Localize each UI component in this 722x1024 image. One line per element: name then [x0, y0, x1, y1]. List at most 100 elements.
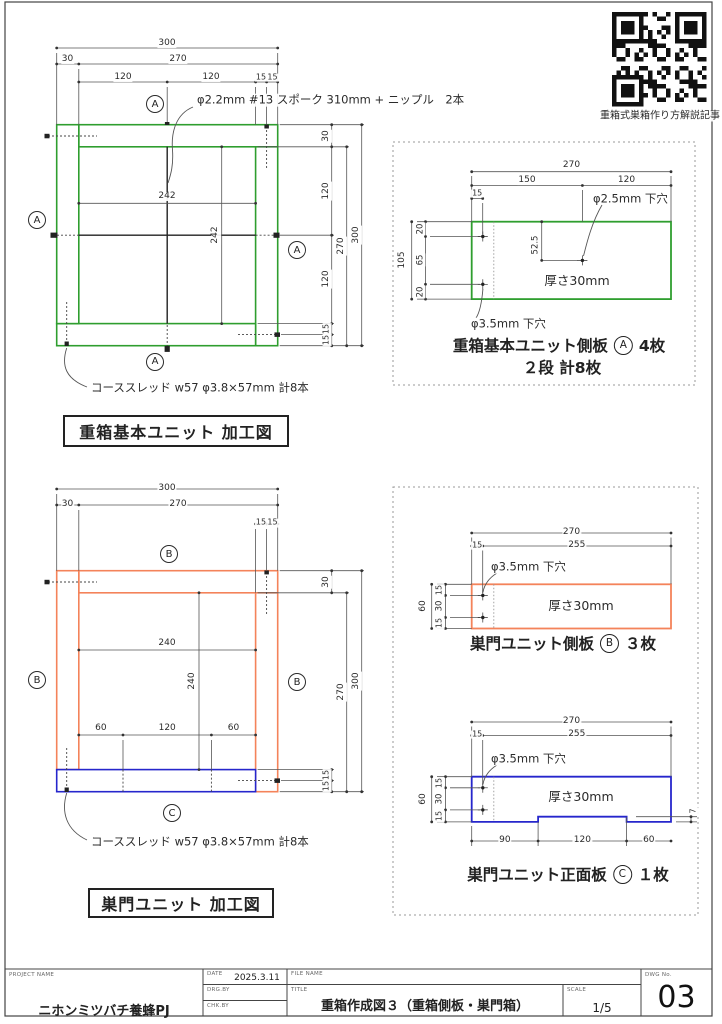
dim: 20	[414, 222, 426, 236]
qr-caption: 重箱式巣箱作り方解説記事	[599, 110, 721, 122]
dim: 242	[209, 225, 221, 245]
dim: 242	[157, 190, 177, 202]
plan-a-hidden-lines	[48, 126, 279, 347]
screw-note-a: コーススレッド w57 φ3.8×57mm 計8本	[90, 380, 310, 395]
circled-a-marker: A	[28, 211, 46, 229]
drawing-title: 重箱作成図３（重箱側板・巣門箱）	[320, 999, 529, 1014]
plan-a-spokes	[78, 146, 256, 324]
dim: 120	[320, 269, 332, 289]
dim: 60	[226, 722, 241, 734]
hole-label: φ2.5mm 下穴	[592, 191, 669, 206]
panel-a-caption-line2: ２段 計8枚	[522, 356, 602, 378]
dim: 15	[471, 729, 484, 739]
dim: 15	[434, 616, 445, 630]
dim: 120	[157, 722, 177, 734]
dwg-no-label: DWG No.	[645, 972, 672, 978]
dim: 120	[113, 71, 133, 83]
dwg-no-value: 03	[657, 980, 696, 1015]
panel-c-caption-count: １枚	[637, 866, 669, 884]
dim: 120	[616, 174, 637, 186]
dim: 30	[320, 574, 332, 589]
dim: 15	[254, 72, 268, 82]
dim: 300	[157, 37, 177, 49]
plan-b-screw-heads	[44, 570, 280, 792]
dim: 7	[688, 807, 699, 815]
hole-label: φ3.5mm 下穴	[470, 316, 547, 331]
dim: 120	[320, 181, 332, 201]
title-label: TITLE	[291, 987, 308, 993]
plan-a-boards	[55, 123, 279, 347]
thickness: 厚さ30mm	[543, 273, 611, 289]
dim: 30	[320, 128, 332, 143]
dim: 15	[254, 517, 268, 528]
dim: 60	[418, 792, 429, 807]
dim: 15	[321, 334, 331, 347]
dim: 300	[350, 225, 362, 245]
qr-code	[612, 12, 707, 107]
plan-b-leaders	[64, 792, 88, 841]
circled-a-marker: A	[146, 95, 164, 113]
dim: 20	[414, 285, 426, 299]
pilot-holes	[477, 231, 588, 815]
plan-b-caption-box: 巣門ユニット 加工図	[88, 888, 274, 918]
panel-b-leader	[482, 572, 498, 593]
circled-b-icon: B	[600, 633, 619, 653]
dim: 30	[60, 53, 75, 65]
spoke-note: φ2.2mm #13 スポーク 310mm + ニップル 2本	[196, 92, 466, 107]
dim: 270	[561, 159, 582, 171]
circled-a-marker: A	[288, 241, 306, 259]
title-block-lines	[5, 968, 712, 1016]
panel-a-leaders	[475, 204, 603, 319]
dim: 60	[418, 599, 429, 614]
screw-note-b: コーススレッド w57 φ3.8×57mm 計8本	[90, 834, 310, 849]
panel-a-caption-text: 重箱基本ユニット側板	[452, 337, 608, 355]
dim: 15	[471, 540, 484, 550]
circled-c-marker: C	[163, 804, 181, 822]
plan-b-boards	[55, 569, 279, 793]
dim: 270	[335, 682, 347, 702]
dim: 30	[434, 792, 445, 806]
circled-a-marker: A	[146, 352, 164, 371]
hole-label: φ3.5mm 下穴	[490, 751, 567, 766]
panel-b-caption-count: ３枚	[625, 635, 657, 653]
circled-c-icon: C	[612, 864, 632, 884]
plan-b-hidden-lines	[48, 572, 279, 792]
file-name-label: FILE NAME	[291, 971, 323, 977]
date-label: DATE	[207, 971, 223, 977]
dim: 60	[642, 834, 656, 846]
dim: 240	[157, 637, 177, 649]
dim: 255	[567, 728, 587, 740]
panel-b-caption: 巣門ユニット側板 B ３枚	[469, 632, 657, 654]
scale-value: 1/5	[592, 1001, 612, 1015]
thickness: 厚さ30mm	[547, 788, 615, 804]
dim: 90	[498, 834, 512, 846]
dim: 30	[434, 599, 445, 613]
circled-b-marker: B	[288, 673, 306, 691]
panel-c-caption: 巣門ユニット正面板 C １枚	[467, 863, 669, 885]
plan-a-leaders	[64, 106, 194, 388]
dim: 15	[266, 72, 279, 82]
panel-c-leader	[482, 764, 498, 785]
dim: 120	[572, 834, 592, 846]
circled-b-marker: B	[160, 545, 178, 563]
panel-c-caption-text: 巣門ユニット正面板	[467, 866, 607, 884]
dim: 300	[157, 482, 177, 494]
panel-b-caption-text: 巣門ユニット側板	[469, 635, 594, 653]
dim: 150	[517, 174, 537, 186]
thickness: 厚さ30mm	[547, 597, 615, 613]
hole-label: φ3.5mm 下穴	[490, 559, 567, 574]
dim: 52.5	[530, 234, 541, 256]
dim: 240	[187, 671, 198, 691]
dim: 270	[168, 53, 188, 65]
plan-b-front-board	[55, 768, 257, 793]
panel-a-caption: 重箱基本ユニット側板 A 4枚	[452, 334, 666, 356]
dim: 15	[434, 809, 445, 822]
page-frame	[4, 1, 713, 1017]
dim: 15	[471, 188, 484, 198]
dim: 120	[201, 71, 221, 83]
dim: 300	[350, 671, 362, 691]
detail-region-borders	[392, 141, 699, 916]
plan-b-caption: 巣門ユニット 加工図	[101, 895, 261, 914]
